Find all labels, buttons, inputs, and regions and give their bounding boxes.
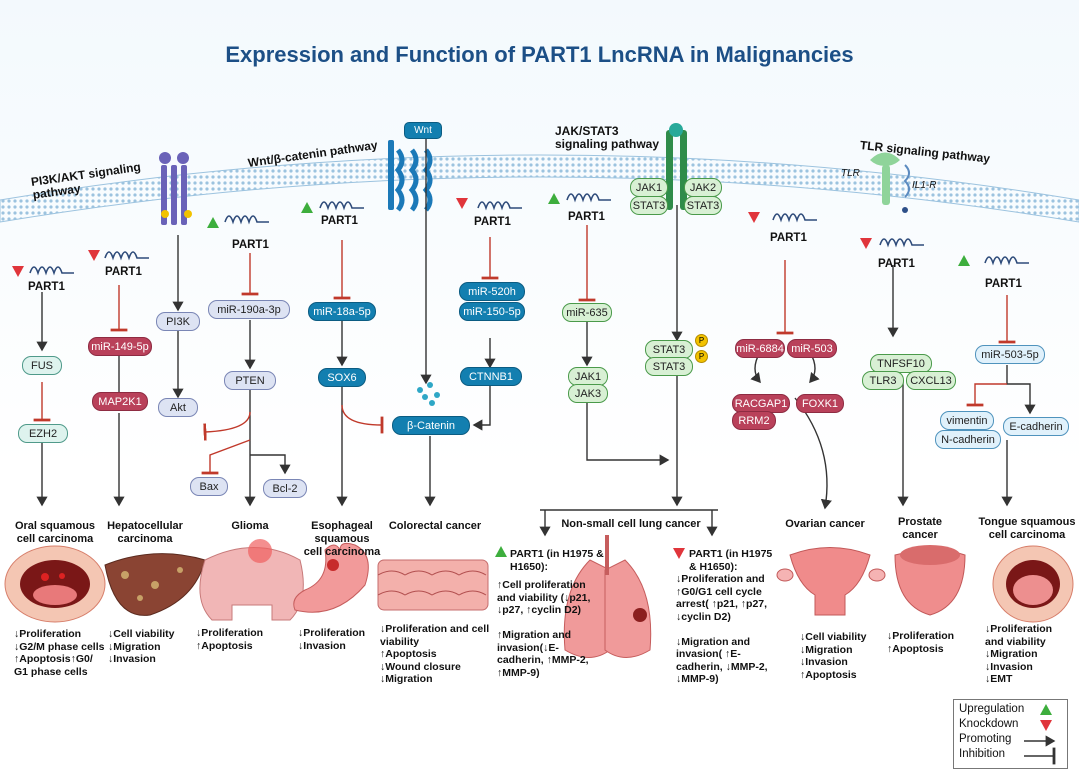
effects-nsclc-up-head: PART1 (in H1975 & H1650): [510,548,604,573]
cancer-prostate: Prostate cancer [897,516,943,541]
node-ctnnb1: CTNNB1 [460,367,522,386]
tongue-illustration [992,545,1074,623]
node-mir6884: miR-6884 [735,339,785,358]
effects-tongue: ↓Proliferation and viability ↓Migration … [985,623,1053,685]
effects-glioma: ↓Proliferation ↑Apoptosis [196,627,264,652]
cancer-oral: Oral squamous cell carcinoma [14,520,96,545]
part1-label-esoph: PART1 [321,215,358,227]
brain-illustration [199,539,304,621]
part1-label-glioma: PART1 [232,239,269,251]
node-stat3-bottom: STAT3 [645,357,693,376]
node-mir503: miR-503 [787,339,837,358]
node-n-cadherin: N-cadherin [935,430,1001,449]
node-stat3-top: STAT3 [645,340,693,359]
cancer-tongue: Tongue squamous cell carcinoma [978,516,1076,541]
stomach-illustration [293,542,369,613]
diagram-title: Expression and Function of PART1 LncRNA … [225,42,854,67]
part1-label-tongue: PART1 [985,278,1022,290]
node-mir190: miR-190a-3p [208,300,290,319]
node-bax: Bax [190,477,228,496]
cancer-colorectal: Colorectal cancer [388,520,482,532]
part1-label-prostate: PART1 [878,258,915,270]
node-cxcl13: CXCL13 [906,371,956,390]
cell-membrane [0,154,1079,223]
node-tlr3: TLR3 [862,371,904,390]
wnt-receptor-label: Wnt [404,122,442,139]
node-stat3-right: STAT3 [684,196,722,215]
effects-nsclc-down-head: PART1 (in H1975 & H1650): [689,548,773,573]
legend-promoting: Promoting [959,733,1012,745]
node-jak1-upper: JAK1 [630,178,668,197]
node-pten: PTEN [224,371,276,390]
node-foxk1: FOXK1 [796,394,844,413]
phospho-marker-1: P [695,334,708,347]
tlr-receptor [870,152,910,213]
effects-colorectal: ↓Proliferation and cell viability ↑Apopt… [380,623,490,685]
phospho-marker-2: P [695,350,708,363]
node-mir503-5p: miR-503-5p [975,345,1045,364]
node-mir150: miR-150-5p [459,302,525,321]
colon-illustration [377,559,489,611]
beta-catenin-dots [417,382,440,406]
node-mir520: miR-520h [459,282,525,301]
cancer-glioma: Glioma [231,520,269,532]
expression-markers [12,193,970,559]
node-ezh2: EZH2 [18,424,68,443]
node-akt: Akt [158,398,198,417]
node-e-cadherin: E-cadherin [1003,417,1069,436]
node-vimentin: vimentin [940,411,994,430]
node-jak3: JAK3 [568,384,608,403]
effects-nsclc-up: ↑Cell proliferation and viability (↓p21,… [497,579,591,679]
part1-label-oral: PART1 [28,281,65,293]
effects-oral: ↓Proliferation ↓G2/M phase cells ↑Apopto… [14,628,105,678]
node-mir635: miR-635 [562,303,612,322]
legend-knockdown: Knockdown [959,718,1019,730]
part1-label-ovarian: PART1 [770,232,807,244]
effects-nsclc-down: ↓Proliferation and ↑G0/G1 cell cycle arr… [676,573,768,685]
liver-illustration [104,553,206,616]
wnt-receptor [388,140,433,212]
effects-prostate: ↓Proliferation ↑Apoptosis [887,630,955,655]
node-jak1-lower: JAK1 [568,367,608,386]
node-map2k1: MAP2K1 [92,392,148,411]
node-jak2: JAK2 [684,178,722,197]
part1-label-colo: PART1 [474,216,511,228]
cancer-ovarian: Ovarian cancer [785,518,865,530]
node-fus: FUS [22,356,62,375]
prostate-illustration [894,545,966,616]
node-bcl2: Bcl-2 [263,479,307,498]
cancer-hcc: Hepatocellular carcinoma [107,520,183,545]
lung-illustration [563,535,652,658]
legend-upregulation: Upregulation [959,703,1025,715]
legend: Upregulation Knockdown Promoting Inhibit… [953,699,1068,769]
part1-label-hcc: PART1 [105,266,142,278]
effects-hcc: ↓Cell viability ↓Migration ↓Invasion [108,628,175,665]
node-mir149: miR-149-5p [88,337,152,356]
node-sox6: SOX6 [318,368,366,387]
cancer-esoph: Esophageal squamous cell carcinoma [303,520,381,558]
legend-inhibition: Inhibition [959,748,1006,760]
effects-ovarian: ↓Cell viability ↓Migration ↓Invasion ↑Ap… [800,631,867,681]
node-stat3-left: STAT3 [630,196,668,215]
il1r-receptor-label: IL1-R [912,180,937,191]
effects-esoph: ↓Proliferation ↓Invasion [298,627,366,652]
part1-label-nsclc: PART1 [568,211,605,223]
uterus-illustration [776,547,886,616]
node-beta-catenin: β-Catenin [392,416,470,435]
node-mir18: miR-18a-5p [308,302,376,321]
tlr-receptor-label: TLR [841,168,860,179]
pi3k-receptor [159,152,192,225]
node-rrm2: RRM2 [732,411,776,430]
pathway-label-jak: JAK/STAT3 signaling pathway [555,124,660,151]
lncrna-glyphs [29,193,1029,276]
oral-cavity-illustration [4,545,106,623]
cancer-nsclc: Non-small cell lung cancer [561,518,701,530]
node-pi3k: PI3K [156,312,200,331]
legend-symbols [1024,704,1056,765]
